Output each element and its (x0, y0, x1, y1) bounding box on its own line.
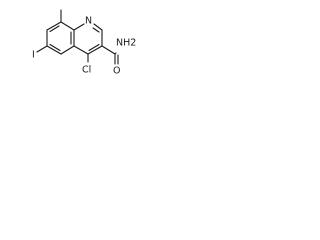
bond-c8-c7 (46, 21, 62, 31)
molecule-diagram: N NH2 O I Cl (0, 0, 144, 87)
bond-c6-i (36, 45, 48, 53)
atom-iodine: I (32, 50, 35, 61)
bond-c3-c4 (87, 45, 103, 55)
bond-n1-c2-inner (92, 27, 100, 33)
bond-c3-c4-inner (88, 43, 100, 52)
bond-c3-camide (101, 45, 116, 55)
bond-c4-c4a (73, 45, 89, 55)
structure-svg: N NH2 O I Cl (32, 9, 136, 77)
bond-camide-n (114, 52, 117, 55)
bond-c8a-n1 (73, 23, 85, 31)
bond-c8-c7-inner (49, 25, 60, 33)
bond-c6-c5-inner (49, 43, 61, 52)
bond-n1-c2 (93, 23, 103, 31)
atom-ring-n: N (85, 16, 92, 27)
bond-c5-c4a (60, 45, 75, 55)
bond-c6-c5 (46, 45, 62, 55)
bond-c8-c8a (60, 21, 75, 31)
atom-amide-nh2: NH2 (116, 38, 136, 49)
atom-chlorine: Cl (82, 65, 91, 76)
atom-oxygen: O (113, 66, 120, 77)
